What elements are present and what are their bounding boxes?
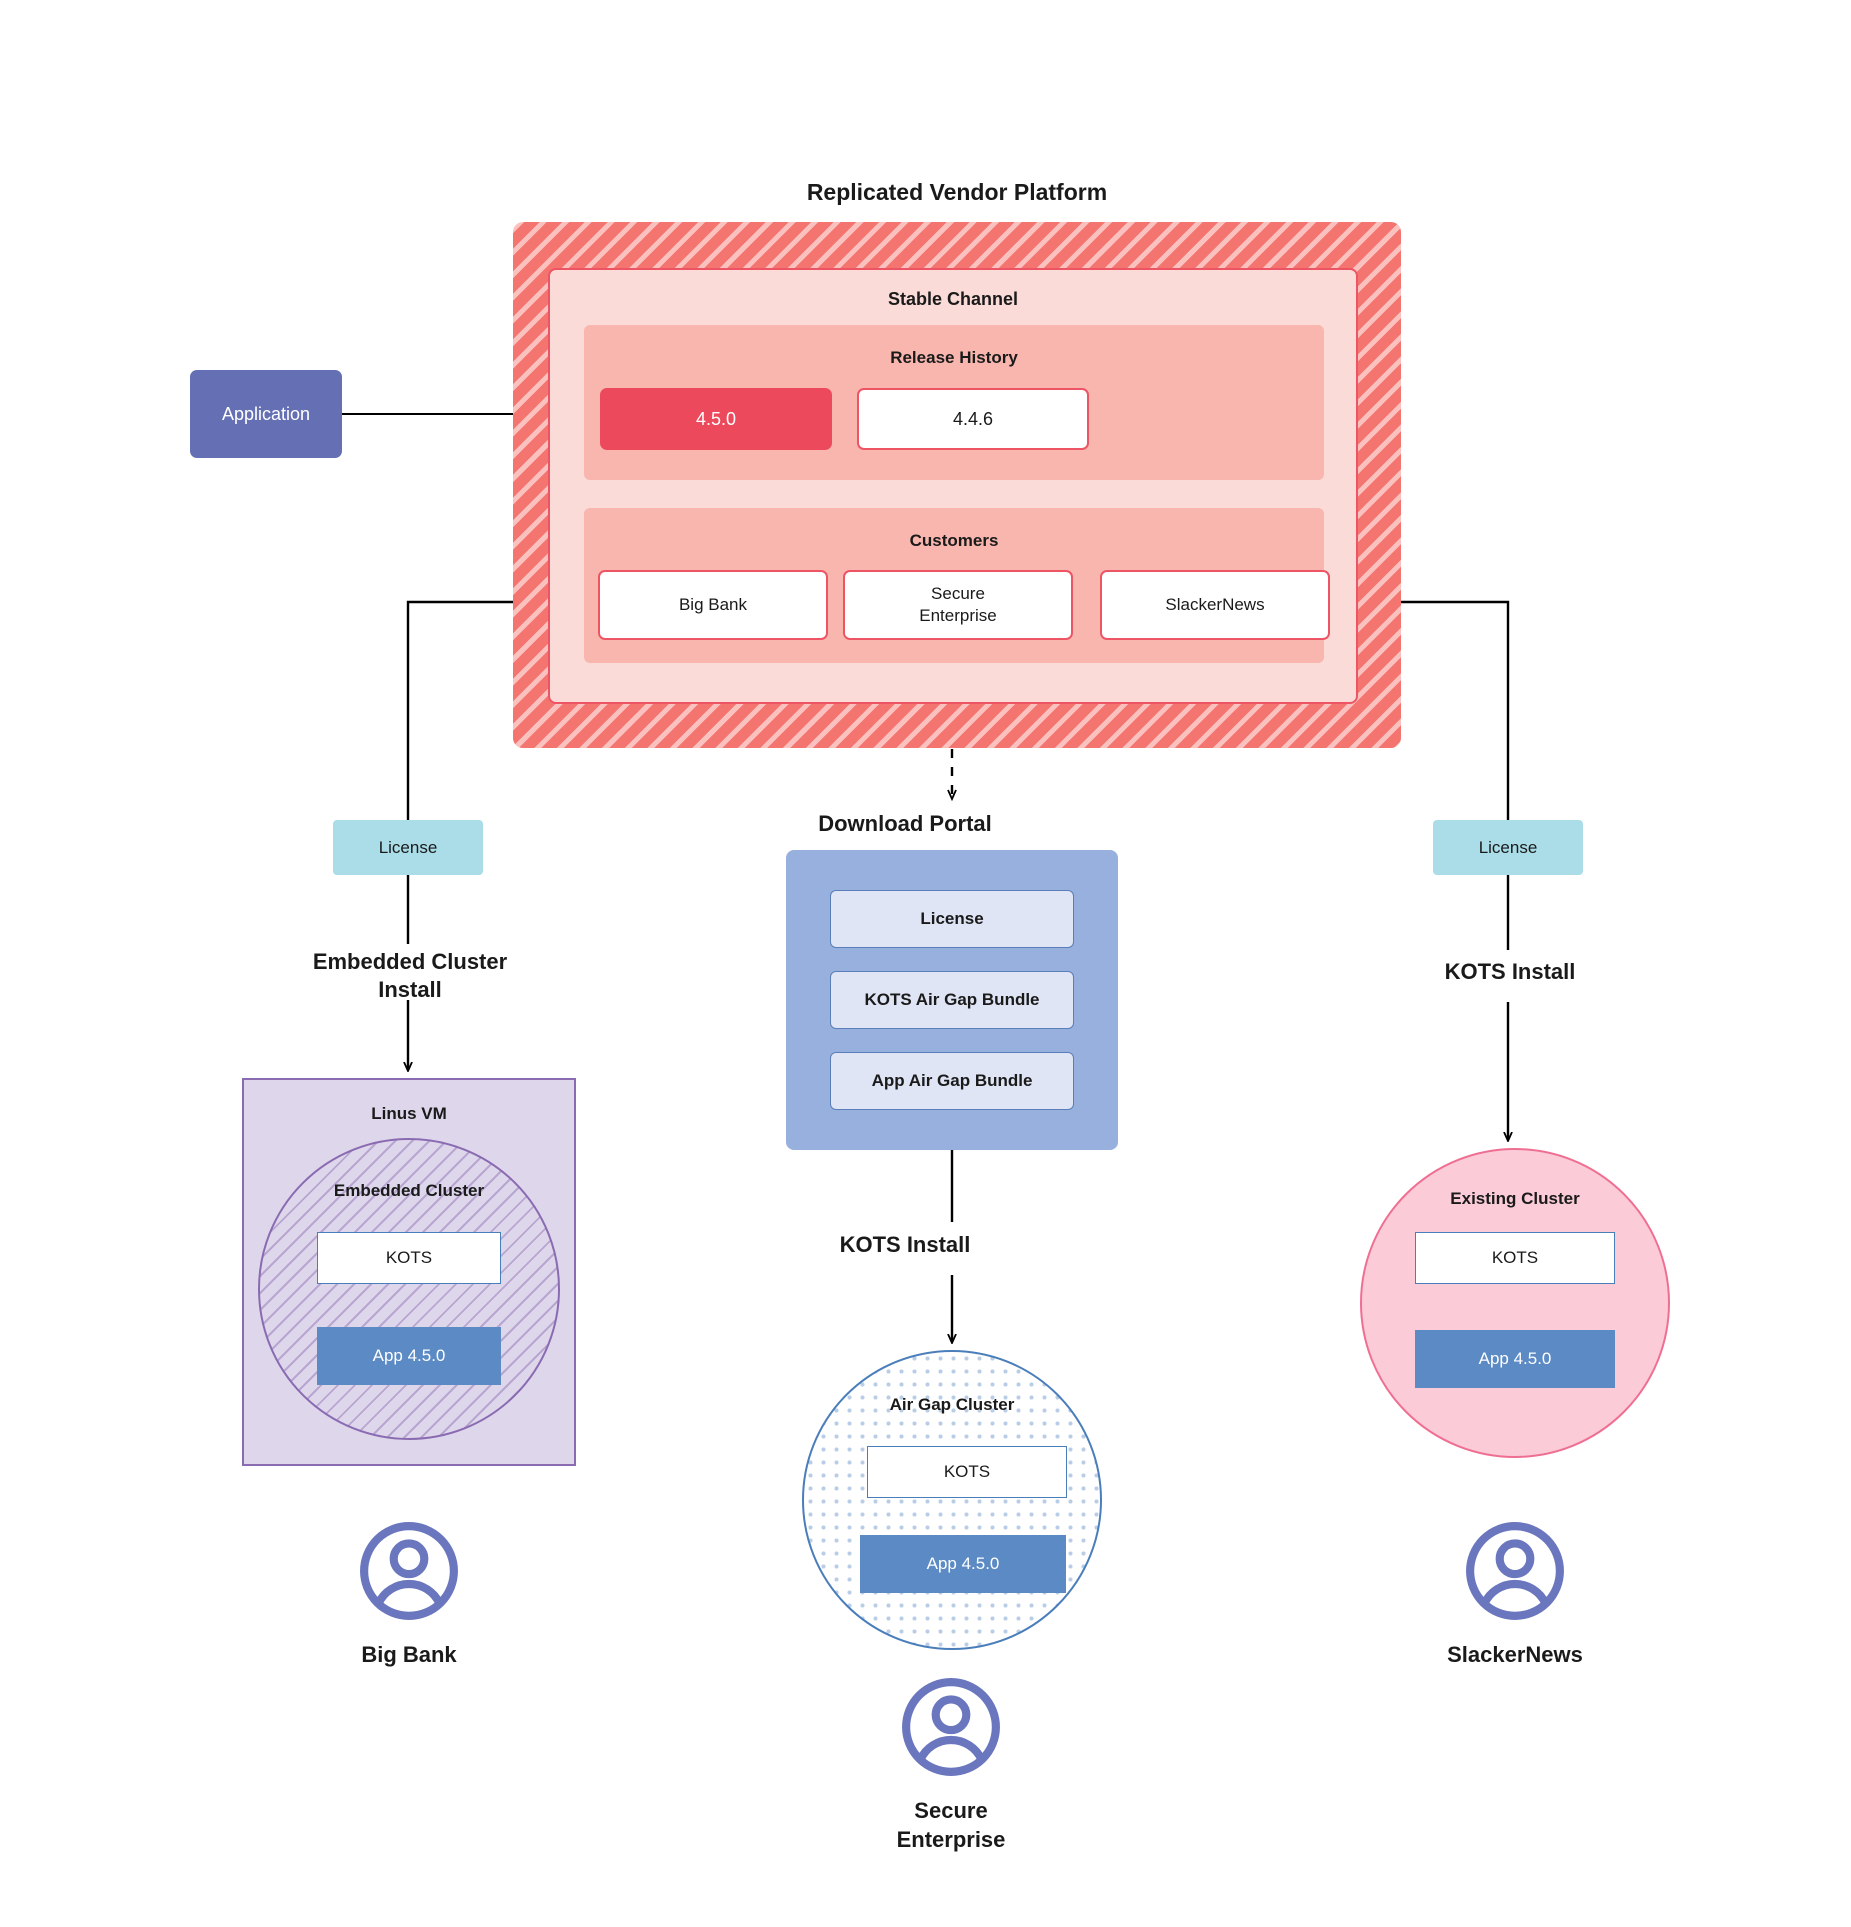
existing-cluster-container (1360, 1148, 1670, 1458)
end-user-label-secure-enterprise: Secure Enterprise (896, 1798, 1006, 1852)
flow-label-embedded-cluster-install: Embedded Cluster Install (312, 949, 508, 1002)
embedded-cluster-container (258, 1138, 560, 1440)
portal-item-app-air-gap-bundle[interactable]: App Air Gap Bundle (830, 1052, 1074, 1110)
app-node-existing[interactable]: App 4.5.0 (1415, 1330, 1615, 1388)
end-user-label-big-bank: Big Bank (361, 1642, 457, 1667)
flow-label-kots-install-right: KOTS Install (1444, 959, 1576, 984)
kots-node-existing[interactable]: KOTS (1415, 1232, 1615, 1284)
user-avatar-icon (902, 1678, 1000, 1776)
kots-node-airgap[interactable]: KOTS (867, 1446, 1067, 1498)
application-node[interactable]: Application (190, 370, 342, 458)
existing-cluster-title: Existing Cluster (1450, 1189, 1580, 1208)
flow-label-kots-install-center: KOTS Install (839, 1232, 971, 1257)
app-node-embedded[interactable]: App 4.5.0 (317, 1327, 501, 1385)
stable-channel-title: Stable Channel (887, 289, 1019, 309)
release-history-title: Release History (890, 348, 1018, 367)
customer-chip-slackernews[interactable]: SlackerNews (1100, 570, 1330, 640)
embedded-cluster-title: Embedded Cluster (333, 1181, 485, 1200)
page-title: Replicated Vendor Platform (806, 179, 1108, 205)
portal-item-license[interactable]: License (830, 890, 1074, 948)
linux-vm-title: Linus VM (371, 1104, 447, 1123)
user-avatar-icon (360, 1522, 458, 1620)
portal-item-kots-air-gap-bundle[interactable]: KOTS Air Gap Bundle (830, 971, 1074, 1029)
customer-chip-secure-enterprise[interactable]: Secure Enterprise (843, 570, 1073, 640)
user-avatar-icon (1466, 1522, 1564, 1620)
license-node-right[interactable]: License (1433, 820, 1583, 875)
download-portal-title: Download Portal (818, 811, 992, 836)
app-node-airgap[interactable]: App 4.5.0 (860, 1535, 1066, 1593)
air-gap-cluster-container (802, 1350, 1102, 1650)
release-chip-current[interactable]: 4.5.0 (600, 388, 832, 450)
customer-chip-big-bank[interactable]: Big Bank (598, 570, 828, 640)
license-node-left[interactable]: License (333, 820, 483, 875)
release-chip-previous[interactable]: 4.4.6 (857, 388, 1089, 450)
kots-node-embedded[interactable]: KOTS (317, 1232, 501, 1284)
air-gap-cluster-title: Air Gap Cluster (889, 1395, 1015, 1414)
customers-title: Customers (909, 531, 999, 550)
end-user-label-slackernews: SlackerNews (1447, 1642, 1583, 1667)
